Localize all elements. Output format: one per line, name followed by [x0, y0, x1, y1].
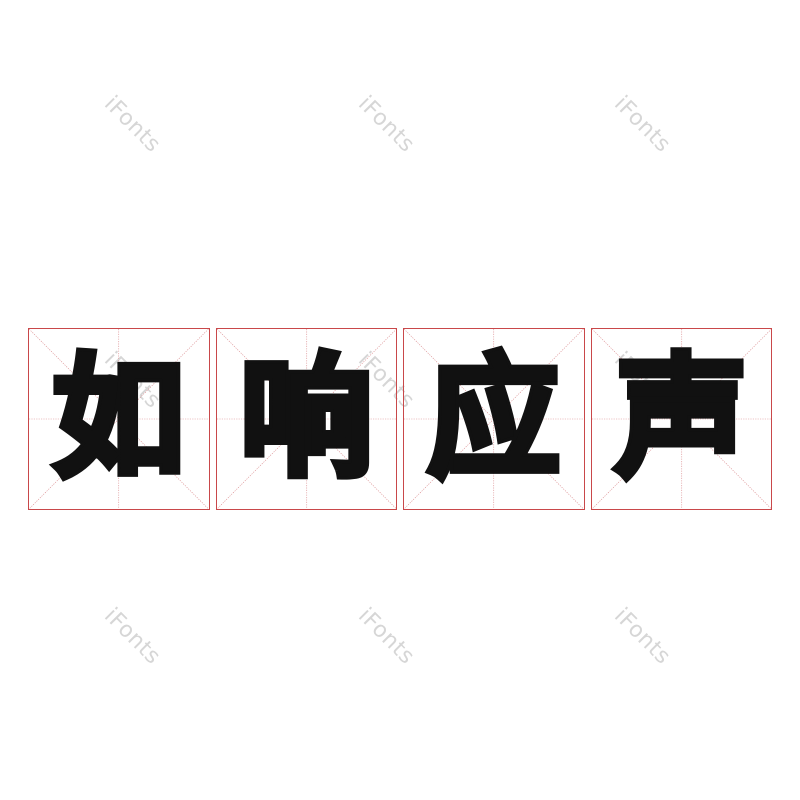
character-cell-2: 响	[215, 328, 397, 510]
character-cell-4: 声	[590, 328, 772, 510]
character-grid: 如 响 应	[28, 328, 772, 510]
rice-grid-guides	[404, 329, 584, 509]
watermark-bottom-center: iFonts	[353, 603, 420, 670]
character-glyph: 如	[49, 342, 188, 496]
character-glyph: 声	[612, 342, 751, 496]
watermark-top-center: iFonts	[353, 91, 420, 158]
rice-grid-guides	[592, 329, 772, 509]
watermark-top-left: iFonts	[99, 91, 166, 158]
watermark-bottom-left: iFonts	[99, 603, 166, 670]
character-cell-1: 如	[28, 328, 210, 510]
rice-grid-guides	[29, 329, 209, 509]
character-glyph: 响	[237, 342, 376, 496]
character-cell-3: 应	[403, 328, 585, 510]
character-glyph: 应	[424, 342, 563, 496]
watermark-bottom-right: iFonts	[609, 603, 676, 670]
watermark-top-right: iFonts	[609, 91, 676, 158]
rice-grid-guides	[217, 329, 397, 509]
